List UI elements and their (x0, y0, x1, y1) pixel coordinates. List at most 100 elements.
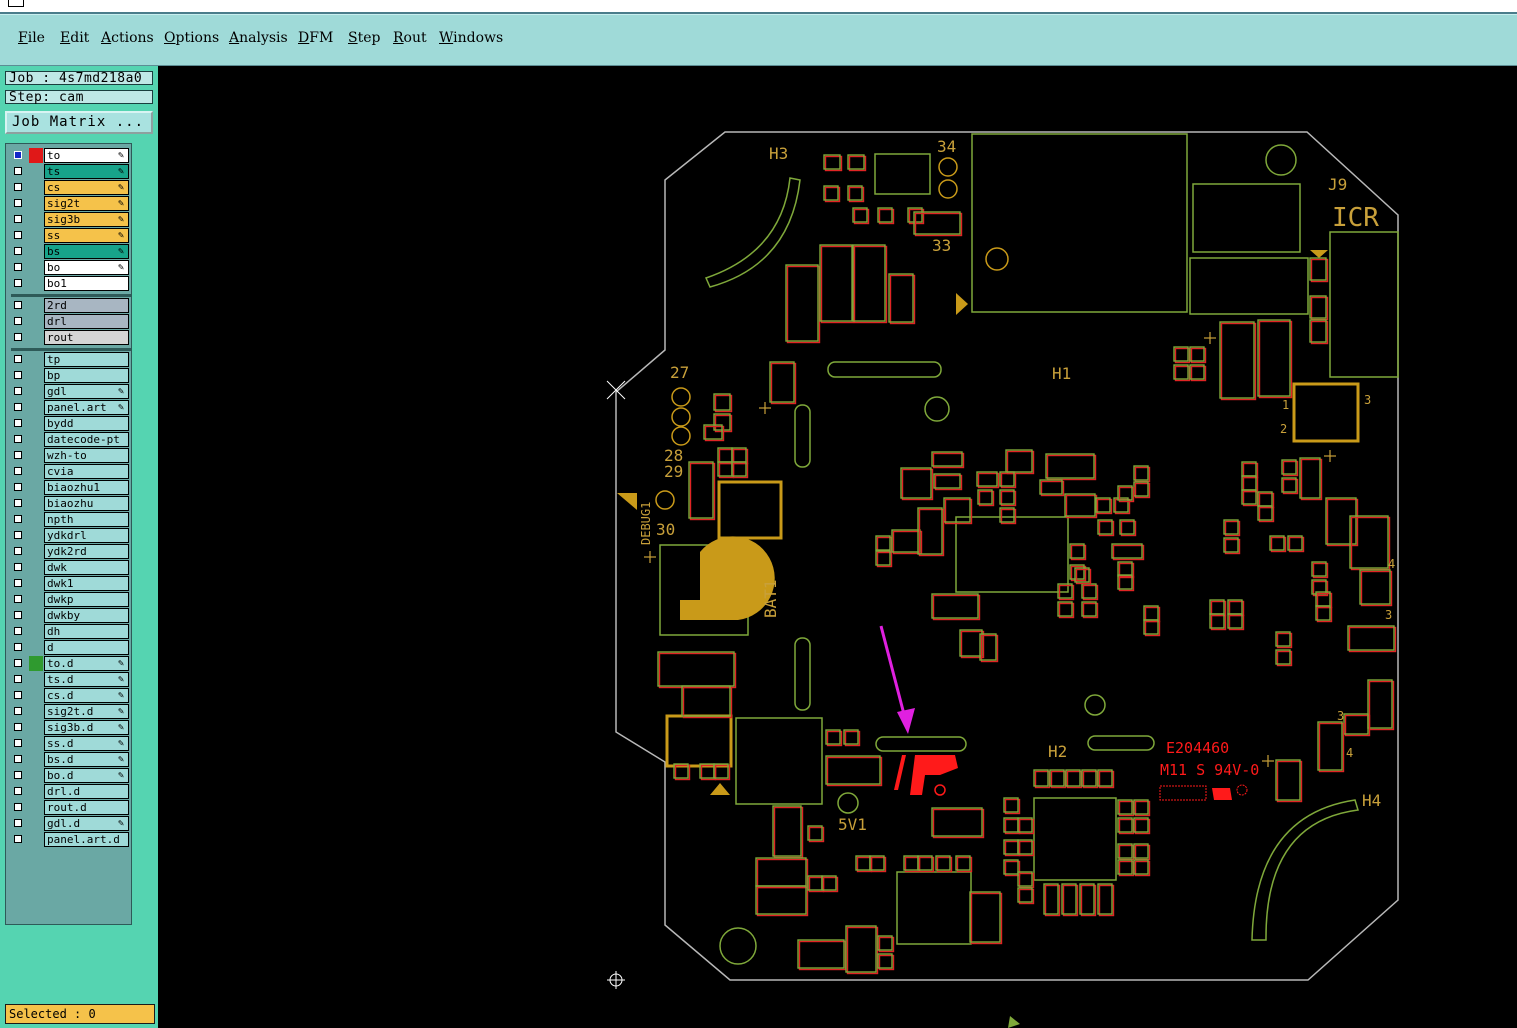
smd-pad[interactable] (1117, 574, 1133, 590)
smd-pad[interactable] (917, 507, 943, 555)
smd-pad[interactable] (785, 264, 819, 342)
smd-pad[interactable] (1097, 883, 1113, 915)
layer-row-to[interactable]: to✎ (8, 148, 130, 163)
layer-name[interactable]: biaozhu (44, 496, 129, 511)
menu-windows[interactable]: Windows (439, 30, 504, 46)
smd-pad[interactable] (1065, 769, 1081, 787)
layer-checkbox[interactable] (14, 819, 22, 827)
smd-pad[interactable] (1017, 817, 1033, 833)
smd-pad[interactable] (917, 855, 933, 871)
smd-pad[interactable] (703, 424, 723, 440)
layer-checkbox[interactable] (14, 183, 22, 191)
layer-checkbox[interactable] (14, 499, 22, 507)
smd-pad[interactable] (755, 857, 807, 887)
layer-row-biaozhu1[interactable]: biaozhu1 (8, 480, 130, 495)
smd-pad[interactable] (1111, 543, 1143, 559)
layer-row-rout-d[interactable]: rout.d (8, 800, 130, 815)
smd-pad[interactable] (1117, 799, 1133, 815)
smd-pad[interactable] (1079, 883, 1095, 915)
smd-pad[interactable] (1069, 543, 1085, 559)
job-matrix-button[interactable]: Job Matrix ... (5, 111, 153, 134)
smd-pad[interactable] (1311, 561, 1327, 577)
layer-name[interactable]: drl.d (44, 784, 129, 799)
layer-name[interactable]: ydkdrl (44, 528, 129, 543)
smd-pad[interactable] (1057, 601, 1073, 617)
layer-row-gdl-d[interactable]: gdl.d✎ (8, 816, 130, 831)
smd-pad[interactable] (673, 763, 689, 779)
smd-pad[interactable] (797, 939, 845, 969)
smd-pad[interactable] (1081, 769, 1097, 787)
smd-pad[interactable] (1269, 535, 1285, 551)
smd-pad[interactable] (959, 629, 983, 657)
smd-pad[interactable] (900, 467, 932, 499)
layer-checkbox[interactable] (14, 563, 22, 571)
layer-name[interactable]: datecode-pt (44, 432, 129, 447)
layer-row-dwkby[interactable]: dwkby (8, 608, 130, 623)
layer-checkbox[interactable] (14, 247, 22, 255)
layer-name[interactable]: ss.d✎ (44, 736, 129, 751)
smd-pad[interactable] (1309, 295, 1327, 319)
layer-checkbox[interactable] (14, 659, 22, 667)
layer-checkbox[interactable] (14, 215, 22, 223)
layer-name[interactable]: rout (44, 330, 129, 345)
smd-pad[interactable] (807, 825, 823, 841)
layer-row-sig2t[interactable]: sig2t✎ (8, 196, 130, 211)
smd-pad[interactable] (1133, 465, 1149, 481)
layer-row-bs-d[interactable]: bs.d✎ (8, 752, 130, 767)
layer-name[interactable]: cs✎ (44, 180, 129, 195)
smd-pad[interactable] (1309, 319, 1327, 343)
smd-pad[interactable] (852, 207, 868, 223)
layer-row-ydk2rd[interactable]: ydk2rd (8, 544, 130, 559)
layer-name[interactable]: biaozhu1 (44, 480, 129, 495)
layer-row-dwk1[interactable]: dwk1 (8, 576, 130, 591)
layer-checkbox[interactable] (14, 611, 22, 619)
pcb-view[interactable]: H3 34 33 H1 J9 ICR 27 28 29 30 DEBUG1 BA… (158, 66, 1517, 1028)
layer-checkbox[interactable] (14, 419, 22, 427)
smd-pad[interactable] (1189, 346, 1205, 362)
smd-pad[interactable] (825, 755, 881, 785)
layer-checkbox[interactable] (14, 675, 22, 683)
smd-pad[interactable] (1287, 535, 1303, 551)
layer-checkbox[interactable] (14, 387, 22, 395)
smd-pad[interactable] (999, 489, 1015, 505)
window-menu-icon[interactable] (8, 0, 24, 7)
layer-row-bo1[interactable]: bo1 (8, 276, 130, 291)
layer-name[interactable]: dwkby (44, 608, 129, 623)
smd-pad[interactable] (1257, 319, 1291, 397)
layer-row-bo-d[interactable]: bo.d✎ (8, 768, 130, 783)
smd-pad[interactable] (1095, 497, 1111, 513)
smd-pad[interactable] (943, 497, 971, 523)
smd-pad[interactable] (825, 729, 841, 745)
layer-checkbox[interactable] (14, 739, 22, 747)
smd-pad[interactable] (976, 471, 998, 487)
layer-row-sig3b[interactable]: sig3b✎ (8, 212, 130, 227)
layer-row-ts-d[interactable]: ts.d✎ (8, 672, 130, 687)
layer-name[interactable]: ydk2rd (44, 544, 129, 559)
layer-row-dwkp[interactable]: dwkp (8, 592, 130, 607)
layer-checkbox[interactable] (14, 771, 22, 779)
smd-pad[interactable] (1017, 887, 1033, 903)
smd-pad[interactable] (1275, 631, 1291, 647)
layer-checkbox[interactable] (14, 643, 22, 651)
layer-name[interactable]: dwk (44, 560, 129, 575)
smd-pad[interactable] (845, 925, 877, 973)
layer-checkbox[interactable] (14, 579, 22, 587)
smd-pad[interactable] (681, 685, 731, 717)
smd-pad[interactable] (688, 461, 714, 519)
smd-pad[interactable] (1081, 601, 1097, 617)
layer-row-ydkdrl[interactable]: ydkdrl (8, 528, 130, 543)
layer-name[interactable]: dwk1 (44, 576, 129, 591)
smd-pad[interactable] (1359, 569, 1391, 605)
layer-row-cs[interactable]: cs✎ (8, 180, 130, 195)
smd-pad[interactable] (913, 211, 961, 235)
layer-name[interactable]: bo1 (44, 276, 129, 291)
smd-pad[interactable] (847, 185, 863, 201)
smd-pad[interactable] (1117, 843, 1133, 859)
smd-pad[interactable] (1005, 449, 1033, 473)
layer-row-tp[interactable]: tp (8, 352, 130, 367)
menu-actions[interactable]: Actions (101, 30, 154, 46)
layer-checkbox[interactable] (14, 301, 22, 309)
smd-pad[interactable] (955, 855, 971, 871)
layer-row-panel-art[interactable]: panel.art✎ (8, 400, 130, 415)
smd-pad[interactable] (1043, 883, 1059, 915)
